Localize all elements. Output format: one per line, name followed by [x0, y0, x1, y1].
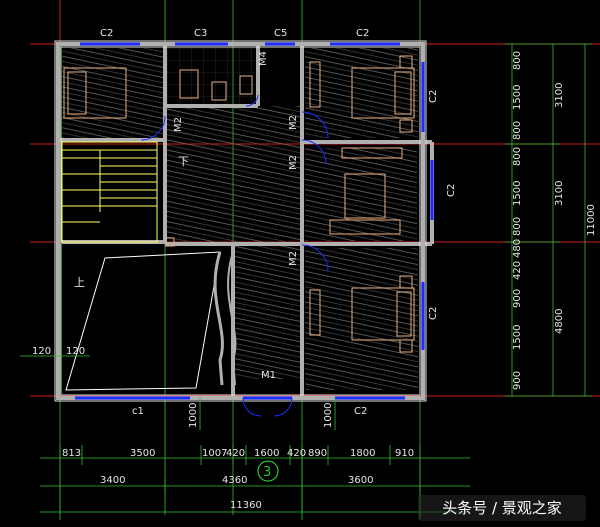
right-dim-total: 11000: [586, 204, 597, 236]
bottom-dims-row1: 813 3500 1007 420 1600 420 890 1800 910: [62, 448, 414, 459]
door-swings: [140, 94, 329, 417]
left-dim-b: 120: [66, 346, 85, 357]
right-dim-inner-9: 1500: [512, 325, 523, 350]
right-dim-inner-5: 800: [512, 217, 523, 236]
bottom-dim-1-8: 910: [395, 448, 414, 459]
bottom-dim-2-1: 4360: [222, 475, 247, 486]
window-label-top-c2-a: C2: [100, 28, 113, 39]
window-marks: [75, 42, 434, 400]
entry-small-dims: 1000 1000: [188, 398, 336, 430]
bottom-dim-1-6: 890: [308, 448, 327, 459]
right-dim-inner-4: 1500: [512, 181, 523, 206]
right-dims-mid: 3100 3100 4800: [554, 83, 565, 334]
window-label-right-c2-a: C2: [428, 90, 439, 103]
entry-dim-right: 1000: [323, 403, 334, 428]
right-dim-inner-3: 800: [512, 147, 523, 166]
bottom-dim-1-1: 3500: [130, 448, 155, 459]
axis-bubble-number: 3: [263, 465, 271, 480]
right-dim-mid-0: 3100: [554, 83, 565, 108]
door-label-m1: M1: [261, 370, 276, 381]
bottom-dim-1-0: 813: [62, 448, 81, 459]
staircase: [61, 141, 158, 243]
bottom-dim-1-2: 1007: [202, 448, 227, 459]
window-label-right-c2-c: C2: [428, 307, 439, 320]
window-label-right-c2-b: C2: [446, 184, 457, 197]
left-dim-a: 120: [32, 346, 51, 357]
right-dim-lines: [505, 43, 592, 397]
door-label-m2-a: M2: [288, 115, 299, 130]
open-void-area: [65, 251, 237, 391]
window-label-bottom-c2: C2: [354, 406, 367, 417]
left-dims: 120 120: [20, 346, 90, 357]
stair-up-label: 上: [74, 276, 85, 289]
window-label-top-c3: C3: [194, 28, 207, 39]
door-label-m2-c: M2: [288, 251, 299, 266]
right-dim-inner-1: 1500: [512, 85, 523, 110]
right-dim-mid-2: 4800: [554, 309, 565, 334]
right-dim-inner-10: 900: [512, 371, 523, 390]
window-label-top-c2-b: C2: [356, 28, 369, 39]
right-dim-inner-0: 800: [512, 51, 523, 70]
bottom-dim-total: 11360: [230, 500, 262, 511]
door-label-m4: M4: [258, 51, 269, 66]
window-label-c1: c1: [132, 406, 144, 417]
door-labels: M4 M2 M2 M2 M2 M1: [173, 51, 299, 381]
bottom-dim-1-5: 420: [287, 448, 306, 459]
entry-dim-left: 1000: [188, 403, 199, 428]
watermark: 头条号 / 景观之家: [418, 495, 586, 521]
right-dim-mid-1: 3100: [554, 181, 565, 206]
door-label-m2-d: M2: [173, 117, 184, 132]
right-dim-inner-8: 900: [512, 289, 523, 308]
furniture: [63, 55, 415, 353]
wall-outline-detail: [54, 40, 427, 402]
door-label-m2-b: M2: [288, 155, 299, 170]
stair-down-label: 下: [178, 155, 189, 168]
right-dims-inner: 800 1500 800 800 1500 800 480 420 900 15…: [512, 51, 523, 390]
right-dim-inner-2: 800: [512, 121, 523, 140]
bottom-dim-2-2: 3600: [348, 475, 373, 486]
bottom-dim-2-0: 3400: [100, 475, 125, 486]
window-labels: C2 C3 C5 C2 C2 C2 C2 c1 C2: [100, 28, 457, 417]
bottom-dims-row2: 3400 4360 3600: [100, 475, 373, 486]
bottom-dim-1-4: 1600: [254, 448, 279, 459]
bottom-dim-1-7: 1800: [350, 448, 375, 459]
right-dim-inner-6: 480: [512, 239, 523, 258]
floor-hatching: [62, 48, 418, 390]
right-dim-inner-7: 420: [512, 261, 523, 280]
axis-bubble: 3: [257, 460, 279, 482]
window-label-top-c5: C5: [274, 28, 287, 39]
walls: [56, 42, 434, 400]
bottom-dim-1-3: 420: [226, 448, 245, 459]
